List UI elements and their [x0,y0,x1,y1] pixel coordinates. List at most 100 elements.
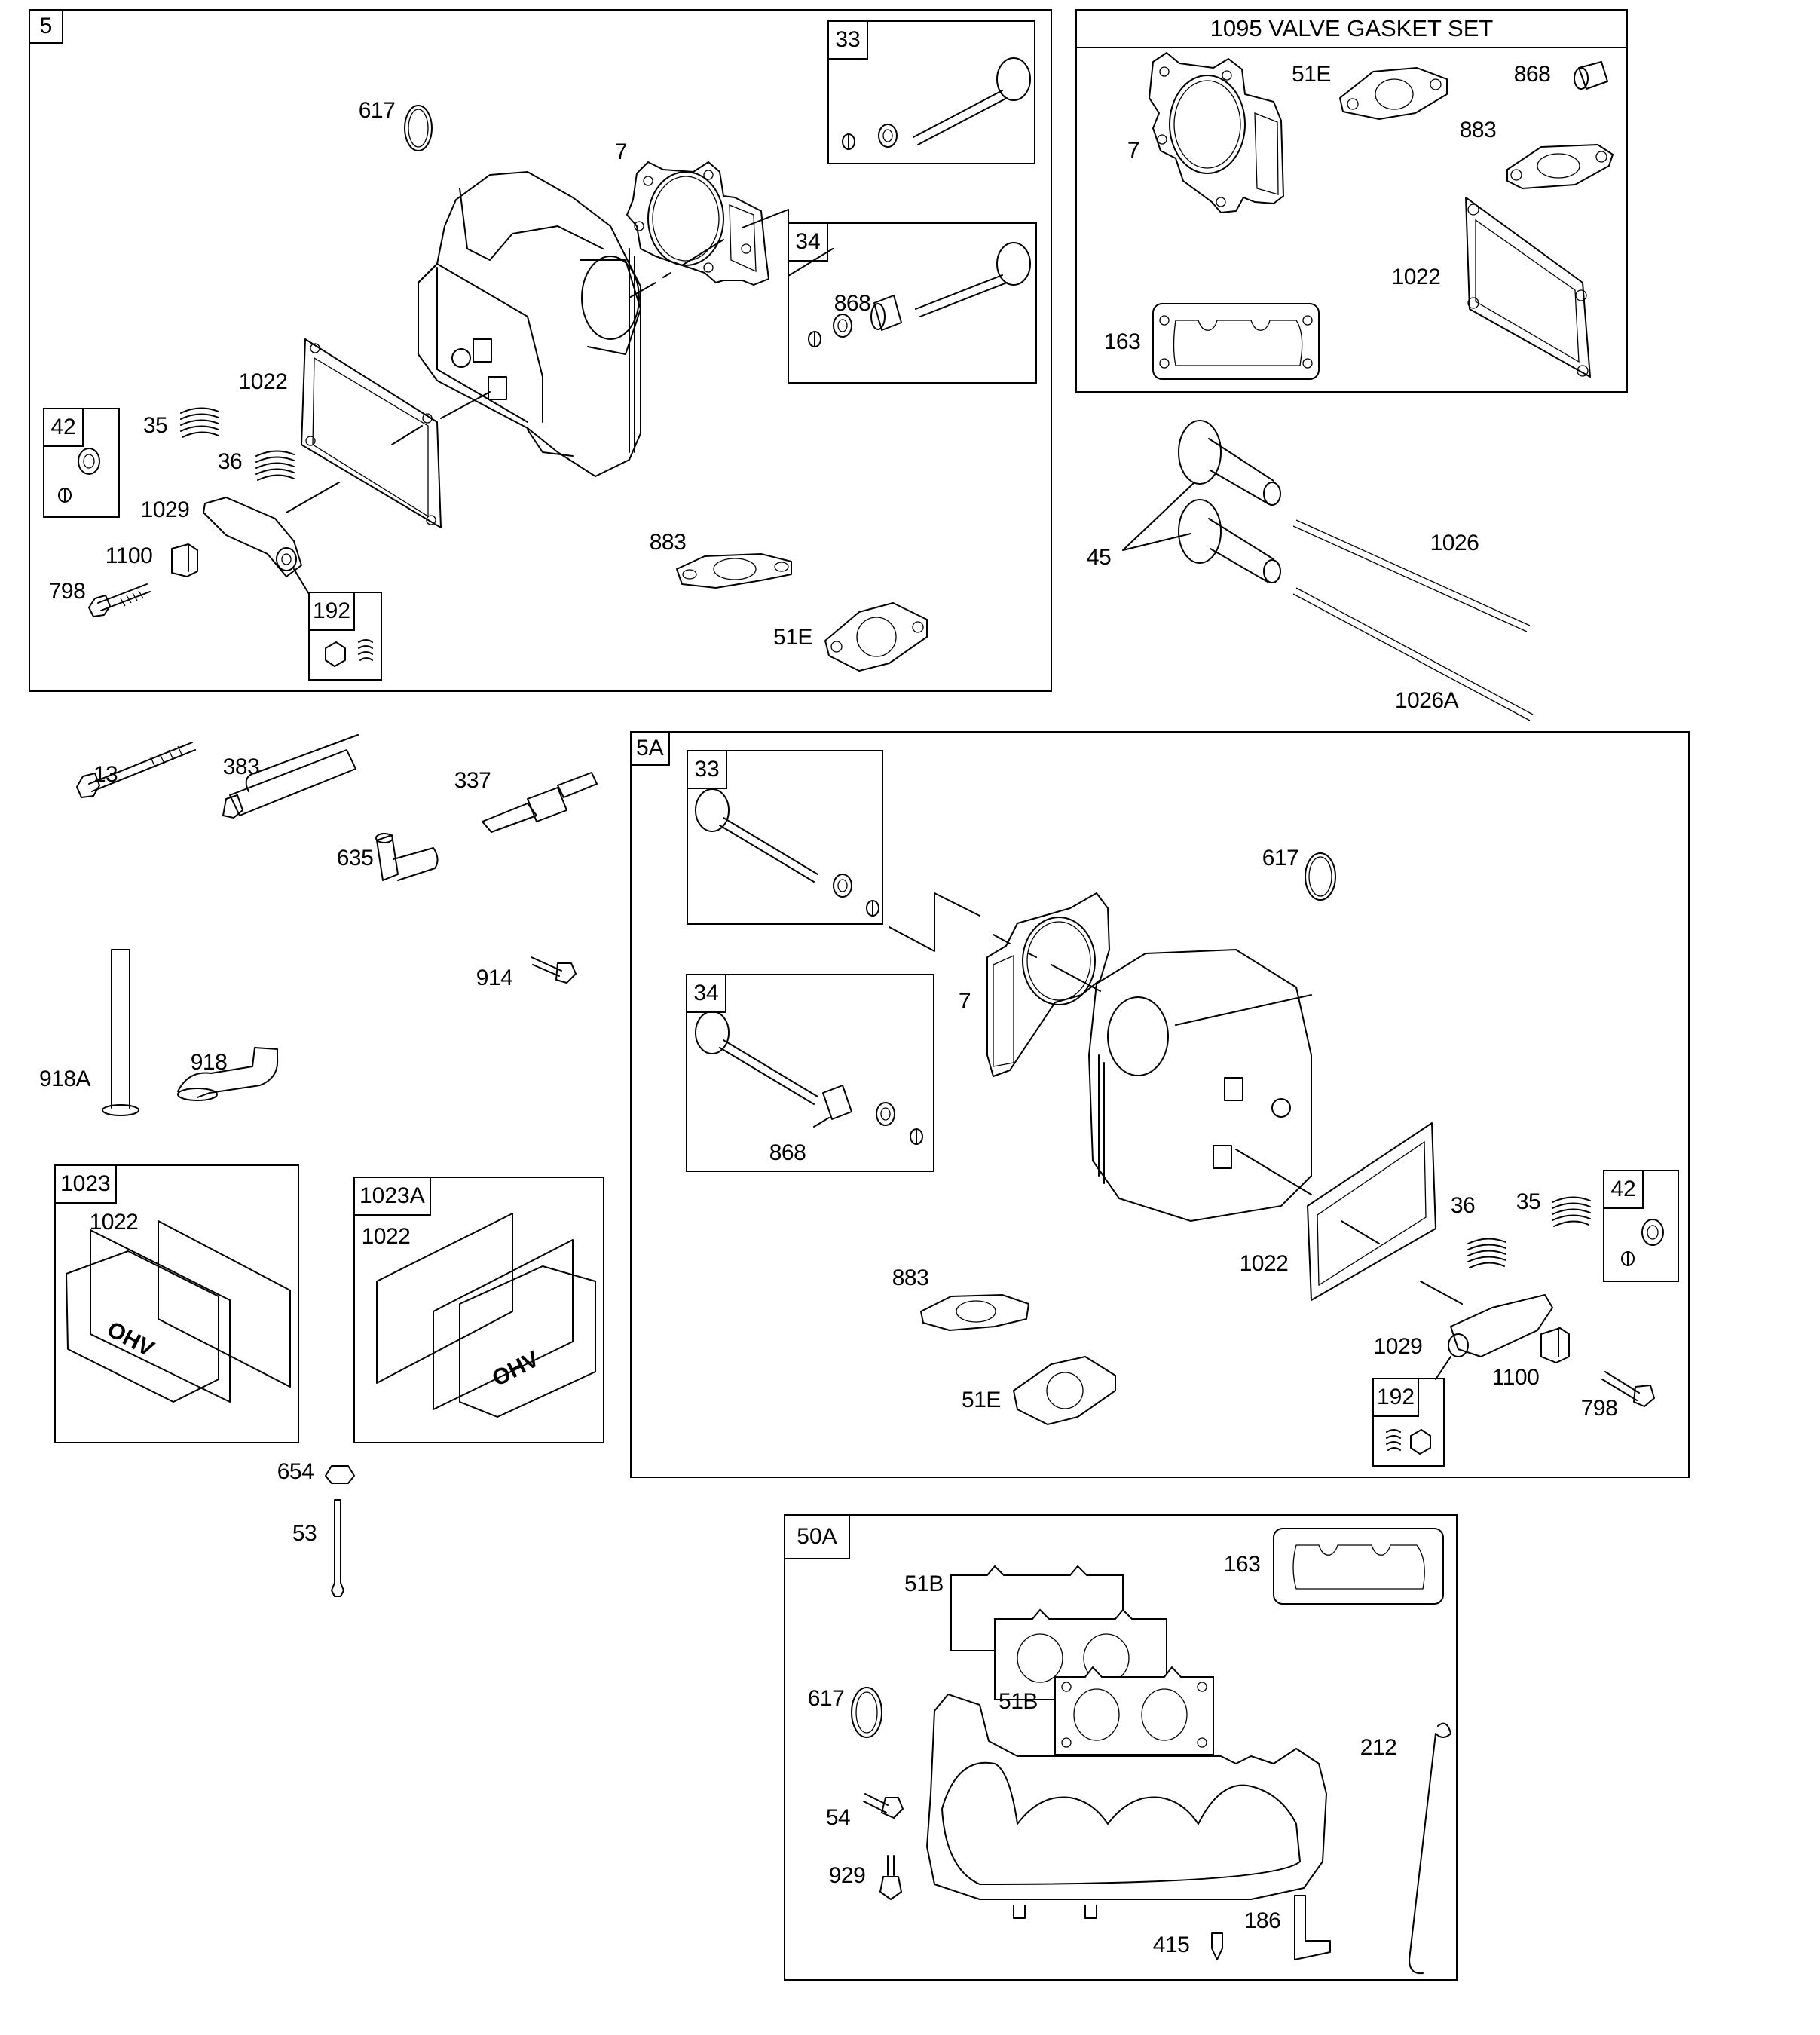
callout-1022[interactable]: 1022 [89,1210,139,1235]
rocker-cover-gasket-5a-drawing [1235,1122,1463,1305]
callout-798[interactable]: 798 [1580,1396,1618,1421]
callout-1026[interactable]: 1026 [1430,531,1479,555]
callout-635[interactable]: 635 [336,846,374,871]
callout-798[interactable]: 798 [48,579,86,604]
fitting-415-drawing [1211,1932,1223,1960]
callout-918[interactable]: 918 [190,1050,228,1075]
gasket-set-intake-gasket [1506,144,1614,189]
callout-1022[interactable]: 1022 [238,369,288,394]
callout-1029[interactable]: 1029 [140,497,190,522]
valve-gasket-set-frame: 1095 VALVE GASKET SET [1075,9,1628,393]
callout-868[interactable]: 868 [834,291,871,316]
callout-1100[interactable]: 1100 [105,543,153,568]
callout-51B[interactable]: 51B [999,1689,1038,1714]
subgroup-34-tag[interactable]: 34 [788,222,828,262]
group-1023-frame: 1023 [54,1164,299,1443]
intake-gasket-drawing [676,553,792,589]
callout-914[interactable]: 914 [476,965,513,990]
intake-valve-5a-drawing [695,788,879,917]
callout-51E[interactable]: 51E [962,1388,1001,1412]
callout-883[interactable]: 883 [1459,118,1497,142]
intake-manifold-drawing [926,1694,1327,1919]
callout-212[interactable]: 212 [1360,1735,1397,1760]
callout-163[interactable]: 163 [1223,1552,1261,1577]
subgroup-5A-34-tag[interactable]: 34 [686,974,726,1013]
subgroup-5A-33-tag[interactable]: 33 [687,750,727,789]
valve-gasket-set-title[interactable]: 1095 VALVE GASKET SET [1077,11,1626,48]
callout-35[interactable]: 35 [1516,1189,1541,1214]
push-rod-guide-drawing [171,543,198,577]
callout-51E[interactable]: 51E [1292,62,1331,87]
subgroup-33-tag[interactable]: 33 [827,20,868,60]
callout-617[interactable]: 617 [1262,846,1299,871]
group-1023A-tag[interactable]: 1023A [353,1177,431,1216]
callout-868[interactable]: 868 [1513,62,1551,87]
exhaust-gasket-drawing [824,602,928,672]
exhaust-valve-drawing [808,242,1031,347]
head-gasket-drawing [626,161,769,286]
spark-plug-drawing [482,772,598,833]
group-5-tag[interactable]: 5 [29,9,63,44]
callout-883[interactable]: 883 [649,530,687,555]
callout-1022[interactable]: 1022 [361,1224,411,1249]
callout-918A[interactable]: 918A [38,1066,91,1091]
elbow-186-drawing [1294,1895,1331,1960]
rocker-arm-drawing [203,497,310,595]
callout-45[interactable]: 45 [1086,545,1112,570]
callout-1026A[interactable]: 1026A [1394,688,1459,713]
callout-36[interactable]: 36 [217,449,243,474]
rocker-cover-gasket-drawing [286,338,491,528]
callout-1100[interactable]: 1100 [1491,1365,1540,1390]
callout-617[interactable]: 617 [807,1686,845,1711]
stud-53-drawing [331,1499,344,1597]
callout-51B[interactable]: 51B [904,1571,944,1596]
callout-383[interactable]: 383 [222,754,260,779]
callout-1029[interactable]: 1029 [1373,1334,1423,1359]
cylinder-head-drawing [418,171,641,477]
callout-883[interactable]: 883 [892,1265,929,1290]
callout-186[interactable]: 186 [1243,1908,1281,1933]
subgroup-192-tag[interactable]: 192 [308,592,355,631]
subgroup-42-tag[interactable]: 42 [43,408,84,447]
group-1023-tag[interactable]: 1023 [54,1164,117,1204]
gasket-set-cover-gasket [1465,197,1591,378]
subgroup-33-frame: 33 [827,20,1035,164]
callout-7[interactable]: 7 [614,139,628,164]
group-1023A-frame: 1023A [353,1177,604,1443]
callout-36[interactable]: 36 [1450,1193,1476,1218]
breather-tube-drawing [177,1047,279,1101]
callout-13[interactable]: 13 [93,762,118,787]
spark-plug-boot-drawing [375,833,439,881]
callout-51E[interactable]: 51E [773,625,812,650]
gasket-set-valve-seal [1574,61,1608,90]
group-5-frame: 5 [29,9,1052,692]
callout-617[interactable]: 617 [358,98,396,123]
callout-53[interactable]: 53 [292,1521,317,1546]
callout-337[interactable]: 337 [454,768,491,793]
callout-1022[interactable]: 1022 [1239,1251,1289,1276]
subgroup-5A-42-tag[interactable]: 42 [1603,1170,1644,1209]
gasket-set-exhaust-gasket [1339,67,1448,120]
gasket-set-breather-gasket [1152,303,1320,380]
callout-7[interactable]: 7 [958,989,971,1014]
callout-1022[interactable]: 1022 [1391,265,1441,289]
group-50A-frame: 50A [784,1514,1458,1981]
gasket-set-head-gasket [1149,52,1284,213]
subgroup-34-frame: 34 [788,222,1037,384]
callout-54[interactable]: 54 [825,1805,851,1830]
callout-35[interactable]: 35 [142,413,168,438]
callout-929[interactable]: 929 [828,1863,866,1888]
group-5A-tag[interactable]: 5A [630,731,670,766]
callout-163[interactable]: 163 [1103,329,1141,354]
callout-415[interactable]: 415 [1152,1932,1190,1957]
group-50A-tag[interactable]: 50A [784,1514,850,1559]
breather-gasket-50a-drawing [1273,1528,1444,1605]
callout-654[interactable]: 654 [277,1459,314,1484]
subgroup-5A-34-frame: 34 [686,974,934,1172]
callout-868[interactable]: 868 [769,1140,806,1165]
spark-plug-wrench-drawing [222,734,359,819]
callout-7[interactable]: 7 [1127,138,1140,163]
subgroup-5A-192-tag[interactable]: 192 [1372,1378,1419,1417]
push-rod-drawing [1292,519,1534,721]
intake-gaskets-51b-drawing [950,1565,1214,1755]
